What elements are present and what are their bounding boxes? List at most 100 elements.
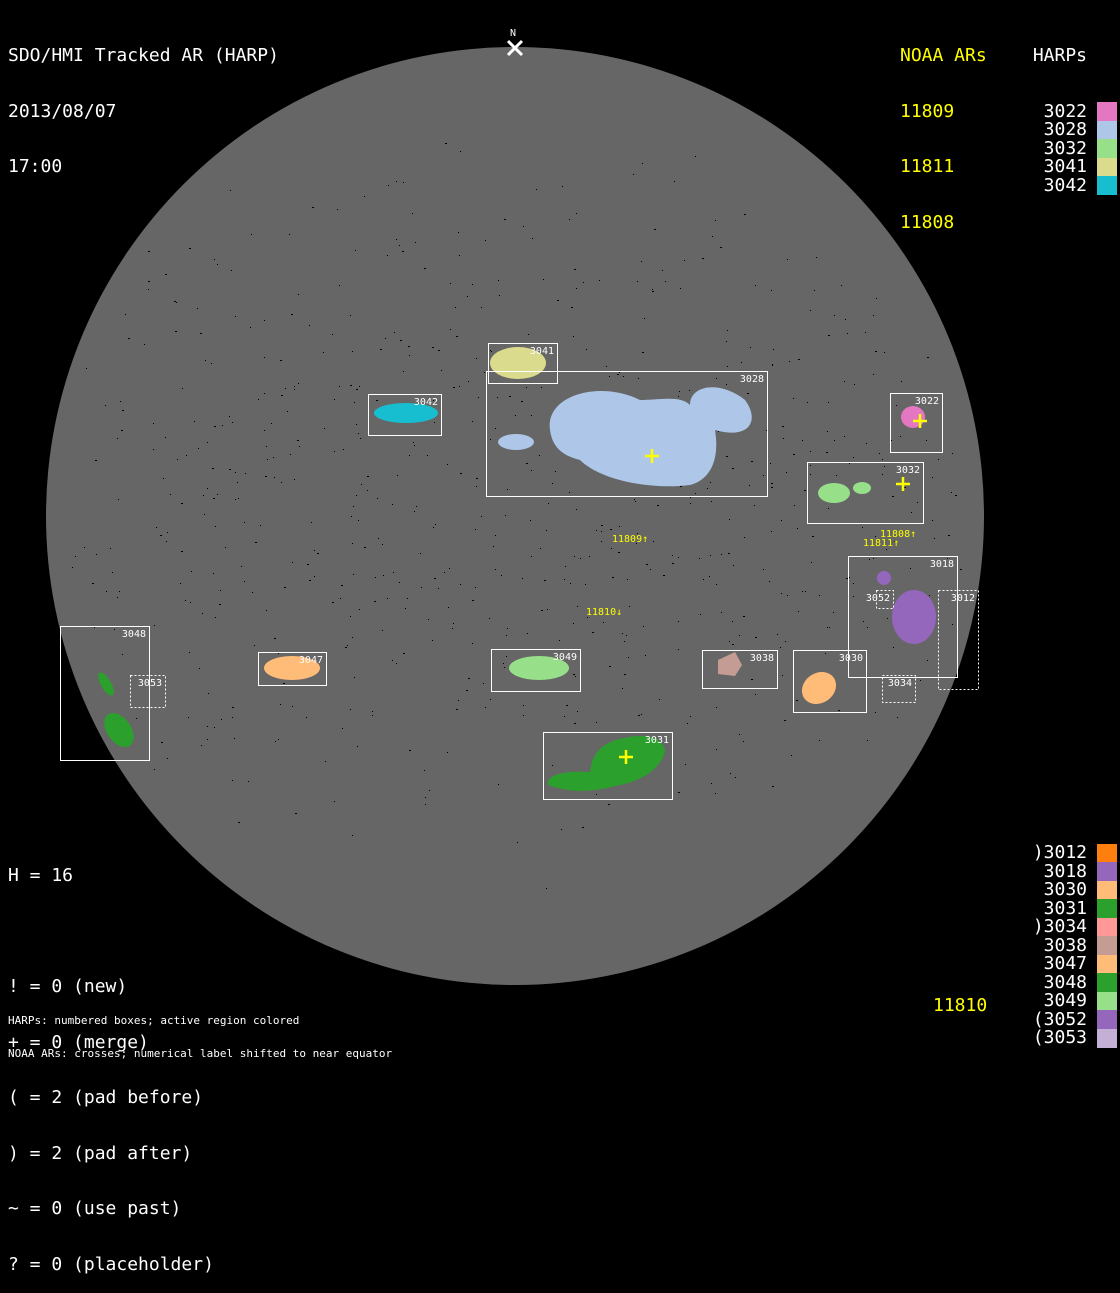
harp-legend-label: 3018	[1043, 860, 1087, 882]
harps-header: HARPs	[1032, 45, 1087, 66]
stat-use-past: ~ = 0 (use past)	[8, 1198, 182, 1219]
footnote-noaa: NOAA ARs: crosses; numerical label shift…	[8, 1047, 393, 1060]
harp-color-swatch	[1097, 102, 1117, 122]
harp-box-label: 3032	[896, 465, 920, 476]
harp-box-3052	[876, 590, 894, 609]
stat-new: ! = 0 (new)	[8, 976, 128, 997]
harp-legend-label: 3042	[1043, 174, 1087, 196]
harp-box-label: 3048	[122, 629, 146, 640]
region-3048-b	[104, 712, 134, 748]
harp-box-label: 3030	[839, 653, 863, 664]
harp-legend-label: 3049	[1043, 990, 1087, 1011]
harp-legend-row: (3052	[977, 1010, 1117, 1030]
harp-legend-row: 3047	[977, 953, 1117, 974]
noaa-label: 11811↑	[863, 538, 899, 549]
harp-color-swatch	[1097, 917, 1117, 937]
harp-legend-row: 3041	[997, 157, 1117, 177]
stat-pad-after: ) = 2 (pad after)	[8, 1142, 193, 1164]
h-count: H = 16	[8, 865, 74, 886]
harp-legend-row: 3042	[997, 174, 1117, 196]
time: 17:00	[8, 156, 63, 177]
region-3042	[374, 403, 438, 423]
harp-box-label: 3038	[750, 653, 774, 664]
harp-box-3041	[488, 343, 558, 384]
harp-box-3028	[486, 371, 768, 497]
harp-box-3047	[258, 652, 327, 686]
harp-legend-row: 3028	[997, 120, 1117, 140]
region-3032-small	[853, 482, 871, 494]
noaa-labels: 11809↑11808↑11811↑11810↓	[586, 529, 916, 618]
harp-color-swatch	[1097, 991, 1117, 1011]
north-label: N	[510, 28, 516, 39]
noaa-cross-icon	[913, 414, 927, 428]
noaa-header: NOAA ARs	[900, 45, 987, 66]
harp-box-label: 3052	[866, 593, 890, 604]
harp-legend-row: 3022	[997, 100, 1117, 122]
harp-box-label: 3018	[930, 559, 954, 570]
harp-legend-row: )3012	[977, 843, 1117, 863]
solar-disk	[46, 47, 984, 985]
harp-color-swatch	[1097, 880, 1117, 900]
harp-legend-label: 3047	[1043, 953, 1087, 974]
harp-box-label: 3042	[414, 397, 438, 408]
noaa-label: 11809↑	[612, 534, 648, 545]
footnote-harps: HARPs: numbered boxes; active region col…	[8, 1014, 300, 1027]
harp-box-3031	[543, 732, 673, 800]
harp-color-swatch	[1097, 973, 1117, 993]
harp-color-swatch	[1097, 157, 1117, 177]
harp-box-3022	[890, 393, 943, 453]
region-3047	[264, 656, 320, 680]
harp-box-label: 3034	[888, 678, 912, 689]
harp-box-3012	[938, 590, 979, 690]
harp-box-label: 3049	[553, 652, 577, 663]
harp-box-label: 3053	[138, 678, 162, 689]
noaa-item: 11809	[900, 100, 955, 122]
footnotes: HARPs: numbered boxes; active region col…	[8, 993, 392, 1070]
noaa-label: 11810↓	[586, 607, 622, 618]
harp-color-swatch	[1097, 936, 1117, 956]
region-3032	[818, 483, 850, 503]
harp-legend-label: (3053	[1032, 1027, 1087, 1048]
stat-placeholder: ? = 0 (placeholder)	[8, 1253, 214, 1275]
harp-color-swatch	[1097, 120, 1117, 140]
harp-box-label: 3012	[951, 593, 975, 604]
region-3049	[509, 656, 569, 680]
harp-color-swatch	[1097, 843, 1117, 863]
harp-legend-row: 3031	[977, 899, 1117, 919]
active-region-blobs	[98, 347, 936, 791]
harp-box-label: 3047	[299, 655, 323, 666]
stat-pad-before: ( = 2 (pad before)	[8, 1087, 204, 1108]
harp-box-3038	[702, 650, 778, 689]
harp-legend-label: 3048	[1043, 971, 1087, 993]
harp-legend-row: 3048	[977, 971, 1117, 993]
harp-legend-label: 3038	[1043, 934, 1087, 956]
north-marker-icon	[506, 39, 524, 57]
date: 2013/08/07	[8, 100, 117, 122]
harp-legend-label: 3032	[1043, 137, 1087, 159]
noaa-cross-icon	[645, 449, 659, 463]
noaa-item: 11811	[900, 156, 955, 177]
noaa-cross-icon	[619, 750, 633, 764]
harp-box-3018	[848, 556, 958, 678]
harp-legend-row: 3049	[977, 990, 1117, 1011]
harp-legend-row: )3034	[977, 917, 1117, 937]
noaa-crosses	[619, 414, 927, 764]
harp-legend-label: 3022	[1043, 100, 1087, 122]
harp-legend-row: (3053	[977, 1027, 1117, 1048]
region-3022	[901, 406, 925, 428]
harp-color-swatch	[1097, 176, 1117, 196]
harp-legend-row: 3038	[977, 934, 1117, 956]
harp-box-3030	[793, 650, 867, 713]
harp-color-swatch	[1097, 1010, 1117, 1030]
harp-color-swatch	[1097, 1028, 1117, 1048]
harp-legend-row: 3018	[977, 860, 1117, 882]
harp-box-label: 3041	[530, 346, 554, 357]
harp-box-3049	[491, 649, 581, 692]
harp-color-swatch	[1097, 954, 1117, 974]
harp-color-swatch	[1097, 899, 1117, 919]
region-3028	[549, 387, 752, 487]
region-3048-a	[98, 672, 114, 696]
harp-box-3034	[882, 675, 916, 703]
